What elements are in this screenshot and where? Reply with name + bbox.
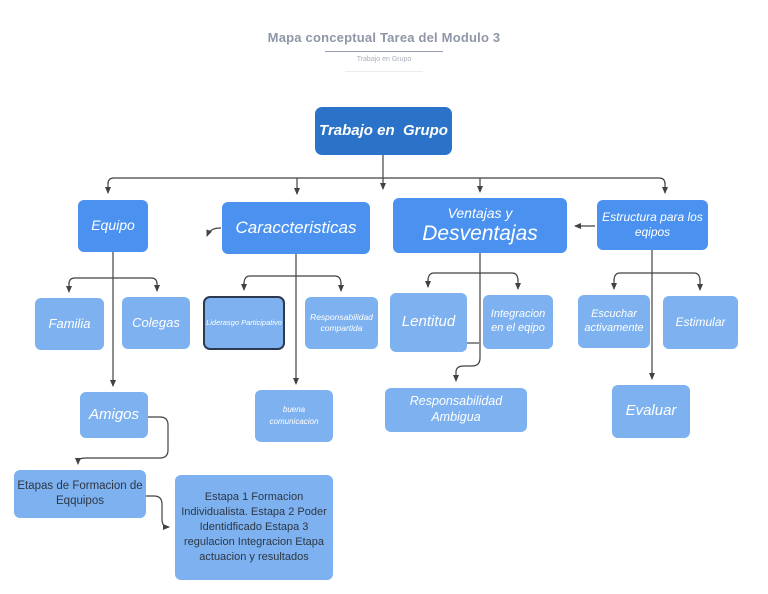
node-responsabilidad-ambigua[interactable]: Responsabilidad Ambigua [385,388,527,432]
node-etapas-formacion[interactable]: Etapas de Formacion de Eqquipos [14,470,146,518]
node-amigos[interactable]: Amigos [80,392,148,438]
node-estimular[interactable]: Estimular [663,296,738,349]
node-integracion-equipo[interactable]: Integracion en el eqipo [483,295,553,349]
node-label: Etapas de Formacion de Eqquipos [17,480,143,507]
node-colegas[interactable]: Colegas [122,297,190,349]
node-evaluar[interactable]: Evaluar [612,385,690,438]
node-equipo[interactable]: Equipo [78,200,148,252]
node-label: Familia [48,315,91,331]
node-label: Liderasgo Participativo [206,318,282,328]
node-buena-comunicacion[interactable]: buena comunicacion [255,390,333,442]
node-caracteristicas[interactable]: Caraccteristicas [222,202,370,254]
node-detalle-etapas[interactable]: Estapa 1 Formacion Individualista. Estap… [175,475,333,580]
node-label: Integracion en el eqipo [490,308,546,334]
node-label-line2: comunicacion [269,417,319,426]
faint-divider [345,71,423,72]
node-responsabilidad-compartida[interactable]: Responsabilidad compartida [305,297,378,349]
node-familia[interactable]: Familia [35,298,104,350]
node-label: Amigos [88,405,140,423]
node-label: Responsabilidad compartida [310,312,373,333]
title-underline [325,51,443,52]
node-label: Lentitud [401,313,456,331]
node-label-line1: Ventajas y [447,205,513,222]
node-label: Evaluar [625,402,677,420]
map-subtitle: Trabajo en Grupo [356,56,412,63]
map-header: Mapa conceptual Tarea del Modulo 3 Traba… [0,30,768,72]
node-liderazgo-participativo[interactable]: Liderasgo Participativo [203,296,285,350]
node-label: Caraccteristicas [235,218,357,238]
node-label-line1: buena [282,405,306,414]
node-lentitud[interactable]: Lentitud [390,293,467,352]
node-ventajas-desventajas[interactable]: Ventajas y Desventajas [393,198,567,253]
node-label: Colegas [132,314,180,330]
node-label: Equipo [91,217,135,234]
map-title: Mapa conceptual Tarea del Modulo 3 [267,30,501,45]
node-label: Escuchar activamente [584,307,644,334]
node-label: Estructura para los eqipos [602,210,703,239]
node-escuchar-activamente[interactable]: Escuchar activamente [578,295,650,348]
node-label: Trabajo en Grupo [319,121,448,139]
node-label-line2: Desventajas [422,221,538,245]
node-label: Responsabilidad Ambigua [409,394,503,424]
node-trabajo-en-grupo[interactable]: Trabajo en Grupo [315,107,452,155]
node-label: Estimular [675,315,726,329]
node-estructura-equipos[interactable]: Estructura para los eqipos [597,200,708,250]
node-label: Estapa 1 Formacion Individualista. Estap… [181,491,327,563]
